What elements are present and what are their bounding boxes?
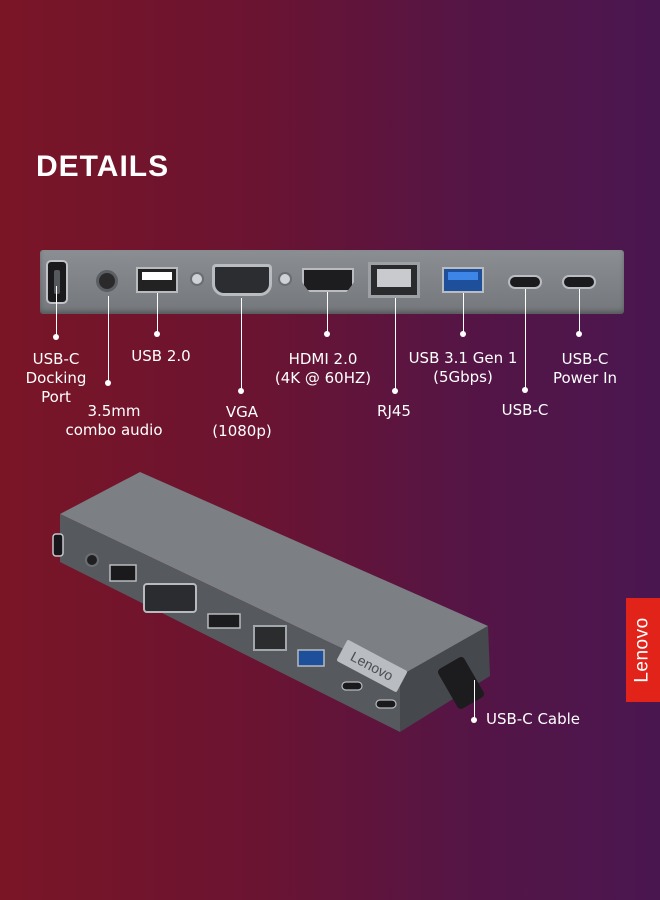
leader-usbc [525,289,526,389]
label-usb31: USB 3.1 Gen 1 (5Gbps) [398,349,528,387]
label-usb31-line1: USB 3.1 Gen 1 [408,349,518,367]
leader-dot-usb2 [154,331,160,337]
label-hdmi-line2: (4K @ 60HZ) [274,369,372,387]
page-title: DETAILS [36,150,170,183]
label-usbc-line1: USB-C [501,401,549,419]
label-usb31-line2: (5Gbps) [433,368,493,386]
device-hdmi-port [207,613,241,629]
usb-c-power-port [562,275,596,289]
device-top-face [60,472,488,676]
usb-2-port [136,267,178,293]
label-usbc: USB-C [488,401,562,420]
leader-hdmi [327,292,328,334]
rj45-port [368,262,420,298]
label-hdmi: HDMI 2.0 (4K @ 60HZ) [258,350,388,388]
vga-shell [212,264,272,296]
device-audio-jack [85,553,99,567]
device-rj45-port [253,625,287,651]
label-power: USB-C Power In [538,350,632,388]
docking-station-image: Lenovo [52,472,490,732]
leader-audio [108,296,109,382]
label-audio-line1: 3.5mm [87,402,141,420]
usb-3-1-port [442,267,484,293]
leader-dot-rj45 [392,388,398,394]
leader-dot-cable [471,717,477,723]
leader-cable [474,680,475,720]
vga-screw-left [190,272,204,286]
label-audio-line2: combo audio [65,421,163,439]
label-dock: USB-C Docking Port [16,350,96,407]
leader-dot-usb31 [460,331,466,337]
label-rj45: RJ45 [362,402,426,421]
label-cable: USB-C Cable [486,710,581,728]
leader-vga [241,298,242,390]
device-usbc-port [341,681,363,691]
label-dock-line3: Port [41,388,71,406]
port-panel [40,250,624,314]
label-power-line2: Power In [552,369,618,387]
device-vga-port [143,583,197,613]
leader-usb31 [463,293,464,333]
label-power-line1: USB-C [561,350,609,368]
label-vga: VGA (1080p) [204,403,280,441]
lenovo-logo: Lenovo [626,598,660,702]
vga-port [190,262,294,298]
leader-rj45 [395,298,396,390]
lenovo-logo-text: Lenovo [632,617,653,683]
leader-dot-dock [53,334,59,340]
label-vga-line1: VGA [225,403,259,421]
label-dock-line1: USB-C [32,350,80,368]
label-usb2-line1: USB 2.0 [131,347,191,365]
device-dock-port [52,533,64,557]
label-vga-line2: (1080p) [212,422,272,440]
leader-dot-vga [238,388,244,394]
label-hdmi-line1: HDMI 2.0 [288,350,358,368]
leader-dot-usbc [522,387,528,393]
label-dock-line2: Docking [25,369,87,387]
label-usb2: USB 2.0 [118,347,204,366]
audio-jack [96,270,118,292]
usb-c-port [508,275,542,289]
leader-dot-power [576,331,582,337]
hdmi-port [302,268,354,292]
device-cable-connector [437,657,485,709]
leader-dot-hdmi [324,331,330,337]
leader-dot-audio [105,380,111,386]
device-usb2-port [109,564,137,582]
usb-c-docking-port [46,260,68,304]
leader-power [579,289,580,333]
device-usbc-power-port [375,699,397,709]
device-usb31-port [297,649,325,667]
leader-usb2 [157,293,158,333]
label-rj45-line1: RJ45 [377,402,411,420]
label-audio: 3.5mm combo audio [54,402,174,440]
vga-screw-right [278,272,292,286]
leader-dock [56,286,57,336]
